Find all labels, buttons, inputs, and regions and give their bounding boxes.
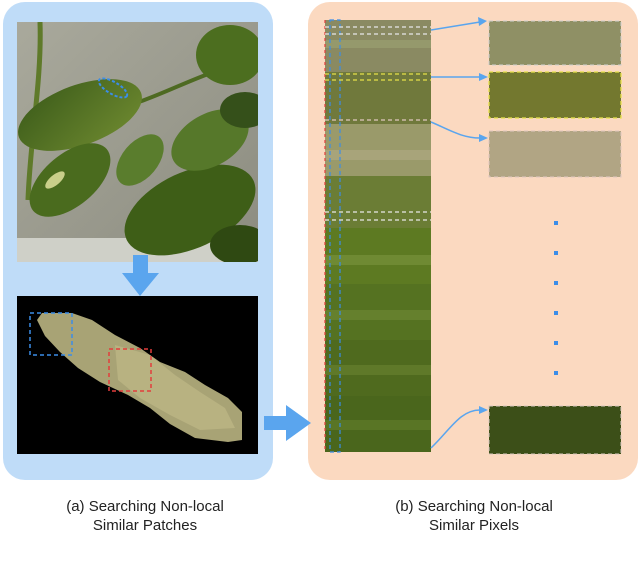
down-arrow-icon (122, 255, 159, 296)
connector-arrow-icon (430, 17, 488, 449)
vertical-ellipsis-icon (554, 221, 558, 375)
caption-similar-patches: (a) Searching Non-local Similar Patches (66, 498, 224, 534)
caption-similar-pixels: (b) Searching Non-local Similar Pixels (395, 498, 553, 534)
patch-stack (324, 19, 431, 453)
similar-pixel-rows (488, 20, 622, 455)
right-arrow-icon (264, 405, 311, 441)
plant-photo (17, 22, 258, 262)
segmented-stem-image (17, 296, 258, 454)
